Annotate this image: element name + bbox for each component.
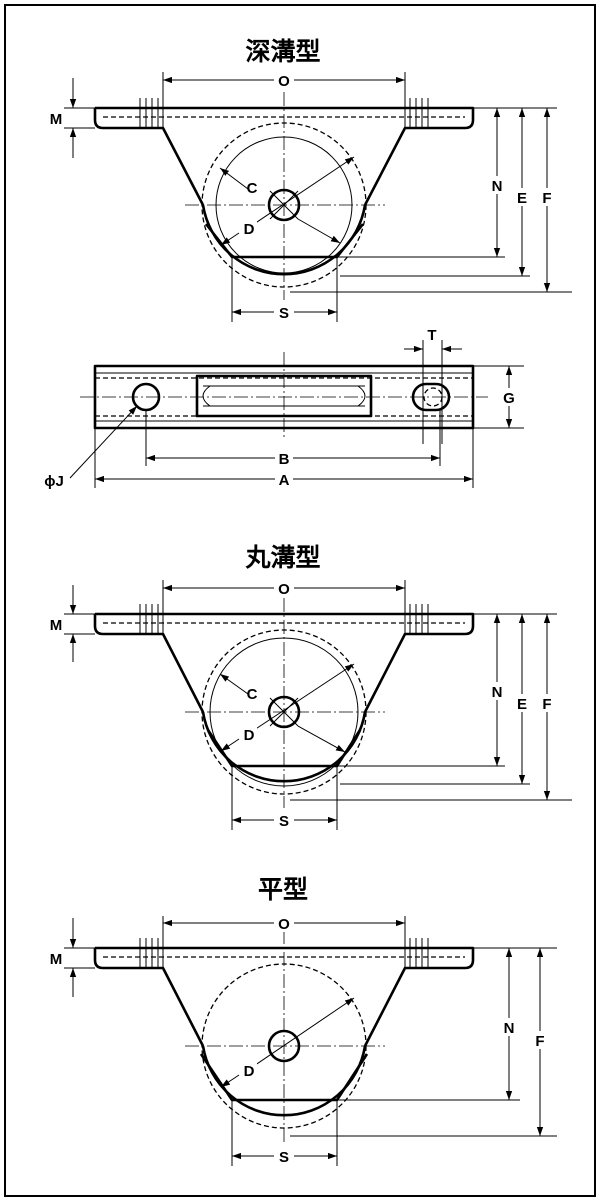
label-O: O — [278, 73, 290, 90]
bracket-outline — [93, 106, 475, 206]
title-deep-groove: 深溝型 — [245, 37, 320, 66]
title-flat: 平型 — [258, 875, 308, 904]
outer-border — [4, 4, 596, 1197]
label-F: F — [542, 696, 551, 713]
label-S: S — [279, 1149, 289, 1166]
label-O: O — [278, 581, 290, 598]
wheel-slot — [195, 374, 373, 418]
label-D: D — [244, 1063, 255, 1080]
deep-groove-view: 深溝型 O M C — [50, 37, 572, 322]
label-M: M — [50, 951, 63, 968]
label-N: N — [504, 1020, 515, 1037]
label-T: T — [427, 327, 436, 344]
label-N: N — [492, 178, 503, 195]
label-S: S — [279, 305, 289, 322]
label-M: M — [50, 617, 63, 634]
label-E: E — [517, 190, 527, 207]
label-C: C — [247, 180, 258, 197]
label-O: O — [278, 916, 290, 933]
title-round-groove: 丸溝型 — [244, 543, 320, 572]
groove-profile — [204, 223, 365, 259]
label-A: A — [279, 472, 290, 489]
label-D: D — [244, 221, 255, 238]
label-S: S — [279, 813, 289, 830]
label-C: C — [247, 686, 258, 703]
top-view: T G B A ϕJ — [44, 327, 524, 490]
label-F: F — [542, 190, 551, 207]
flat-view: 平型 O M D N F — [50, 875, 557, 1166]
label-G: G — [503, 390, 515, 407]
label-B: B — [279, 451, 290, 468]
bracket-outline — [93, 946, 475, 1047]
label-D: D — [244, 727, 255, 744]
label-F: F — [535, 1033, 544, 1050]
label-N: N — [492, 684, 503, 701]
label-E: E — [517, 696, 527, 713]
label-M: M — [50, 111, 63, 128]
bracket-outline — [93, 612, 475, 713]
label-J: ϕJ — [44, 473, 64, 490]
flat-profile — [199, 1053, 369, 1102]
bolt-markings-left — [139, 98, 159, 128]
bolt-markings-right — [409, 98, 429, 128]
round-groove-view: 丸溝型 O M C D — [50, 543, 572, 830]
